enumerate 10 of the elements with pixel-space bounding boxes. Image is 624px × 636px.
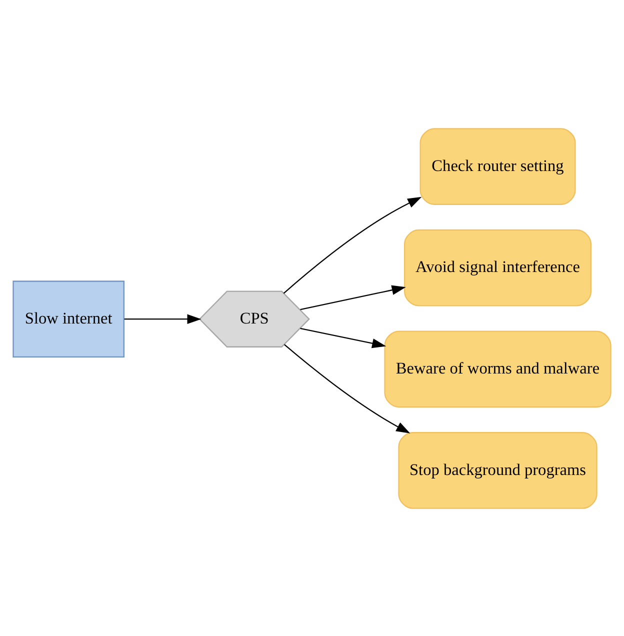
arrow <box>284 344 410 433</box>
arrow <box>300 284 406 310</box>
node-box: Beware of worms and malware <box>384 330 612 408</box>
node-box: Avoid signal interference <box>404 228 592 306</box>
node-box: Stop background programs <box>398 432 598 508</box>
arrow <box>283 196 422 294</box>
arrow <box>124 314 202 324</box>
arrow <box>300 327 386 348</box>
node-box: Check router setting <box>420 128 576 204</box>
node-box: Slow internet <box>12 280 124 358</box>
